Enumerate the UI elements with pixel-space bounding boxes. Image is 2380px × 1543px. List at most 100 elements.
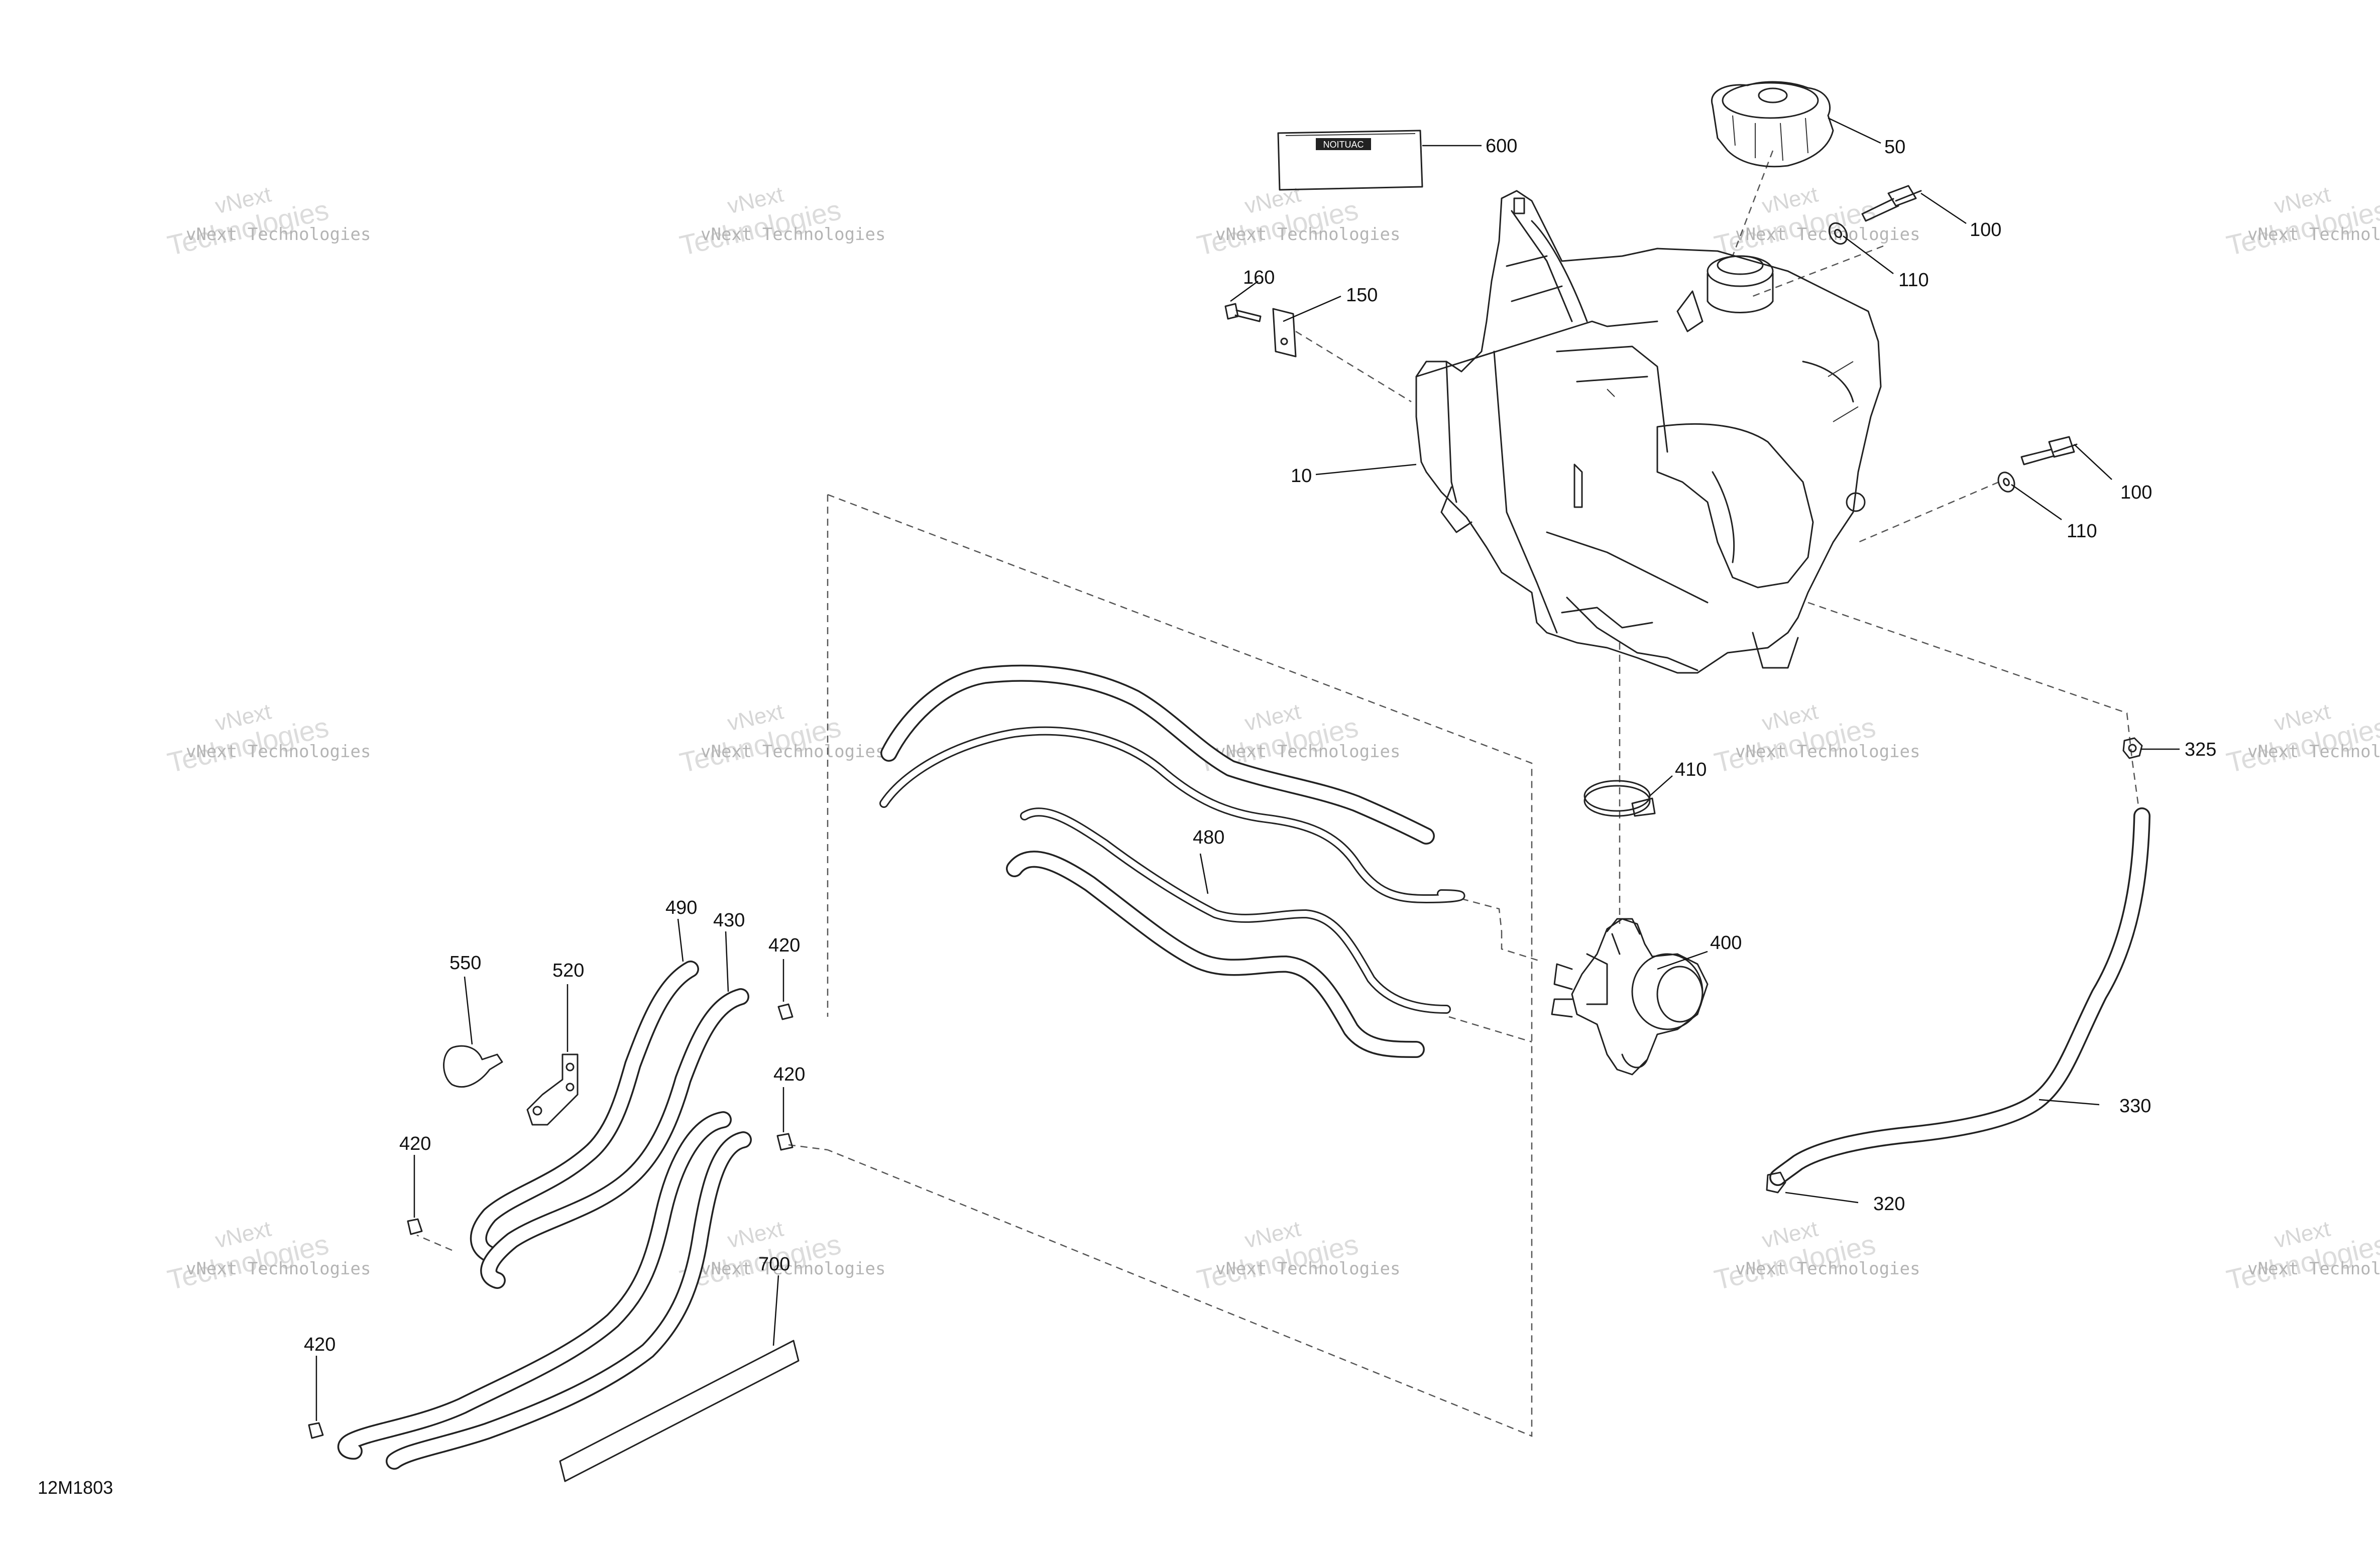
callouts: 600 50 100 110 160 150 10 100 110 325 41… — [304, 136, 2216, 1355]
leader-line — [1785, 1192, 1859, 1204]
leader-line — [2074, 444, 2112, 480]
leader-line — [2011, 484, 2062, 521]
callout-label: 430 — [713, 910, 745, 931]
cable-tie — [443, 1045, 503, 1088]
callout-label: 50 — [1884, 137, 1905, 158]
bracket-plate — [1272, 308, 1297, 358]
fuel-hose — [470, 961, 699, 1264]
watermark: Technologies vNext — [165, 699, 332, 778]
diagram-reference-code: 12M1803 — [38, 1477, 113, 1498]
watermark: Technologies vNext — [1712, 699, 1879, 778]
leader-line — [1315, 463, 1417, 476]
callout-label: 160 — [1243, 267, 1275, 288]
watermark: vNext Technologies — [701, 1259, 885, 1279]
assembly-line — [1295, 330, 1412, 403]
assembly-line — [1807, 602, 2140, 814]
leader-line — [1649, 775, 1673, 796]
fuel-hose — [386, 1131, 752, 1470]
callout-label: 110 — [1898, 270, 1929, 291]
callout-label: 10 — [1291, 465, 1312, 487]
callout-label: 420 — [773, 1064, 805, 1085]
callout-label: 700 — [758, 1254, 790, 1275]
fuel-line — [1006, 851, 1425, 1058]
hose-clip — [2122, 737, 2143, 759]
fuel-hose — [337, 1111, 732, 1460]
decal-text-plate — [1316, 138, 1371, 150]
watermark: Technologies vNext — [1194, 1216, 1362, 1295]
watermark: Technologies vNext — [165, 1216, 332, 1295]
leader-lines — [315, 117, 2180, 1421]
watermark: Technologies vNext — [1712, 182, 1879, 261]
callout-label: 420 — [768, 935, 800, 956]
leader-line — [725, 931, 729, 992]
watermark: vNext Technologies — [1735, 224, 1920, 245]
hose-clip — [407, 1218, 423, 1235]
callout-label: 320 — [1873, 1194, 1905, 1215]
leader-line — [677, 918, 684, 962]
fuel-hose — [480, 988, 749, 1289]
watermark-layer: Technologies vNext vNext Technologies Te… — [165, 182, 2380, 1295]
leader-line — [2038, 1099, 2100, 1106]
hose-clip — [777, 1003, 794, 1020]
watermark: Technologies vNext — [2224, 1216, 2380, 1295]
watermark: vNext Technologies — [1215, 742, 1400, 762]
leader-line — [772, 1275, 779, 1346]
leader-line — [1920, 192, 1967, 224]
leader-line — [464, 976, 473, 1045]
watermark: vNext Technologies — [2247, 1259, 2380, 1279]
fuel-cap — [1711, 81, 1834, 168]
watermark: Technologies vNext — [677, 699, 844, 778]
watermark: vNext Technologies — [2247, 742, 2380, 762]
callout-label: 550 — [449, 953, 481, 974]
fuel-line — [1020, 807, 1451, 1014]
leader-line — [1657, 951, 1708, 970]
washer — [1997, 471, 2015, 493]
callout-label: 420 — [399, 1133, 431, 1154]
assembly-line — [1461, 898, 1503, 932]
fuel-pump — [1551, 918, 1709, 1076]
hose-clip — [776, 1133, 794, 1151]
hose-clip — [308, 1422, 324, 1439]
assembly-line — [416, 1234, 452, 1251]
protective-strip — [559, 1340, 800, 1482]
leader-line — [1199, 853, 1209, 894]
assembly-line — [1732, 150, 1774, 257]
callout-label: 420 — [304, 1334, 335, 1355]
watermark: vNext Technologies — [701, 224, 885, 245]
watermark: vNext Technologies — [186, 1259, 371, 1279]
assembly-line — [827, 494, 1533, 1437]
hose-clip — [1766, 1171, 1786, 1194]
screw — [1224, 303, 1262, 322]
watermark: vNext Technologies — [2247, 224, 2380, 245]
watermark: Technologies vNext — [165, 182, 332, 261]
watermark: Technologies vNext — [1194, 182, 1362, 261]
watermark: vNext Technologies — [186, 224, 371, 245]
watermark: vNext Technologies — [1215, 224, 1400, 245]
watermark: vNext Technologies — [1215, 1259, 1400, 1279]
watermark: vNext Technologies — [1735, 742, 1920, 762]
leader-line — [1828, 117, 1881, 144]
assembly-line — [788, 1144, 828, 1151]
watermark: vNext Technologies — [1735, 1259, 1920, 1279]
mounting-bracket — [526, 1053, 579, 1126]
screw — [1861, 185, 1922, 222]
decal-text: NOITUAC — [1323, 140, 1364, 150]
callout-label: 330 — [2119, 1096, 2151, 1117]
watermark: Technologies vNext — [2224, 182, 2380, 261]
callout-label: 325 — [2185, 739, 2216, 760]
fuel-line — [880, 664, 1435, 845]
callout-label: 600 — [1486, 136, 1517, 157]
watermark: Technologies vNext — [677, 182, 844, 261]
callout-label: 400 — [1710, 932, 1742, 954]
caution-decal: NOITUAC — [1277, 130, 1423, 191]
washer — [1828, 222, 1848, 245]
callout-label: 100 — [2120, 482, 2152, 503]
assembly-line — [1501, 931, 1542, 963]
fuel-tank — [1415, 190, 1882, 674]
watermark: vNext Technologies — [186, 742, 371, 762]
assembly-lines — [416, 150, 2140, 1437]
callout-label: 100 — [1970, 219, 2001, 241]
fuel-line — [879, 726, 1465, 903]
screw — [2020, 436, 2078, 465]
